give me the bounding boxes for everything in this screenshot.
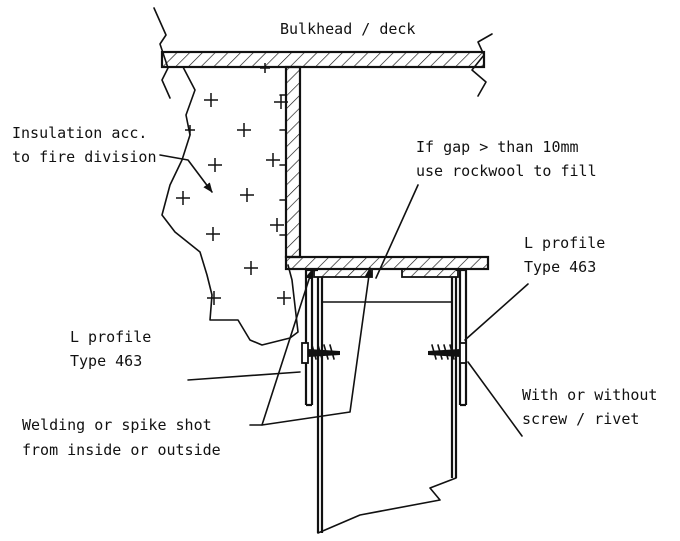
screw-leader xyxy=(467,361,523,437)
vertical-stiffener xyxy=(279,65,302,259)
insulation-label-line2: to fire division xyxy=(12,148,157,166)
lprofile-right-label-line2: Type 463 xyxy=(524,258,596,276)
leader-lines xyxy=(159,154,529,437)
screw-left-icon xyxy=(301,342,340,364)
labels: Bulkhead / deck Insulation acc. to fire … xyxy=(12,20,657,459)
l-profile-left xyxy=(304,268,318,407)
lprofile-left-label-line2: Type 463 xyxy=(70,352,142,370)
screw-label-line1: With or without xyxy=(522,386,657,404)
lprofile-right-label-line1: L profile xyxy=(524,234,605,252)
welding-label-line1: Welding or spike shot xyxy=(22,416,212,434)
gap-label-line1: If gap > than 10mm xyxy=(416,138,579,156)
insulation-label-line1: Insulation acc. xyxy=(12,124,147,142)
panel-body xyxy=(316,277,458,534)
insulation-outline xyxy=(161,66,299,346)
bottom-break-line xyxy=(317,477,457,534)
insulation-crosses xyxy=(176,63,291,305)
l-profile-right xyxy=(456,268,468,407)
screw-right-icon xyxy=(428,342,467,364)
welding-label-line2: from inside or outside xyxy=(22,441,221,459)
lprofile-left-label-line1: L profile xyxy=(70,328,151,346)
horizontal-flange xyxy=(284,255,490,271)
gap-leader xyxy=(375,184,419,279)
bulkhead-deck-plate xyxy=(160,50,486,69)
gap-label-line2: use rockwool to fill xyxy=(416,162,597,180)
lprofile-right-leader xyxy=(464,283,529,341)
screw-label-line2: screw / rivet xyxy=(522,410,639,428)
insulation-leader xyxy=(159,154,213,193)
bulkhead-label: Bulkhead / deck xyxy=(280,20,415,38)
lprofile-left-leader xyxy=(187,371,301,381)
connecting-plates xyxy=(313,268,459,278)
welding-leader-2 xyxy=(261,267,373,426)
